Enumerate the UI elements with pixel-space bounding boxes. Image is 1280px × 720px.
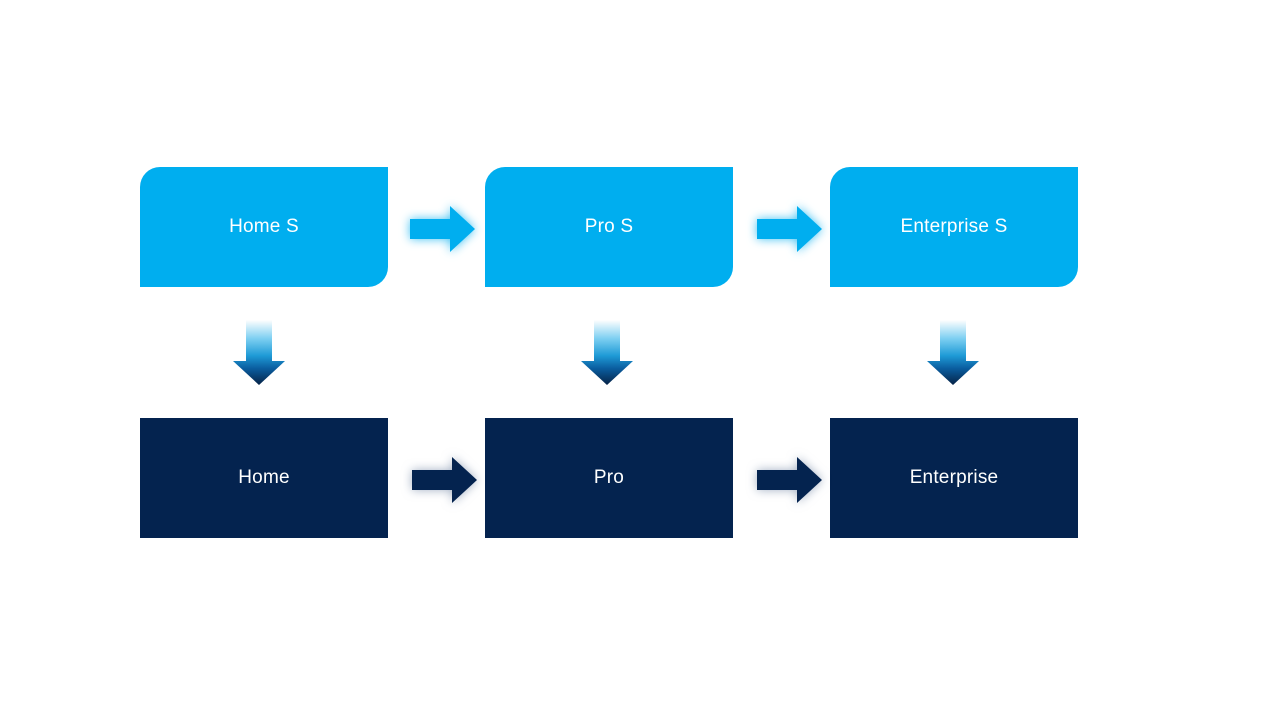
box-enterprise-s: Enterprise S bbox=[830, 167, 1078, 287]
box-home-label: Home bbox=[238, 467, 290, 488]
down-arrow-icon bbox=[927, 320, 979, 385]
box-enterprise-s-label: Enterprise S bbox=[900, 216, 1008, 237]
box-enterprise: Enterprise bbox=[830, 418, 1078, 538]
right-arrow-icon bbox=[412, 457, 477, 503]
box-home: Home bbox=[140, 418, 388, 538]
right-arrow-icon bbox=[410, 206, 475, 252]
down-arrow-icon bbox=[581, 320, 633, 385]
right-arrow-icon bbox=[757, 206, 822, 252]
box-home-s: Home S bbox=[140, 167, 388, 287]
box-pro-label: Pro bbox=[593, 467, 625, 488]
box-home-s-label: Home S bbox=[229, 216, 299, 237]
box-enterprise-label: Enterprise bbox=[909, 467, 999, 488]
box-pro-s: Pro S bbox=[485, 167, 733, 287]
right-arrow-icon bbox=[757, 457, 822, 503]
down-arrow-icon bbox=[233, 320, 285, 385]
box-pro-s-label: Pro S bbox=[584, 216, 634, 237]
box-pro: Pro bbox=[485, 418, 733, 538]
